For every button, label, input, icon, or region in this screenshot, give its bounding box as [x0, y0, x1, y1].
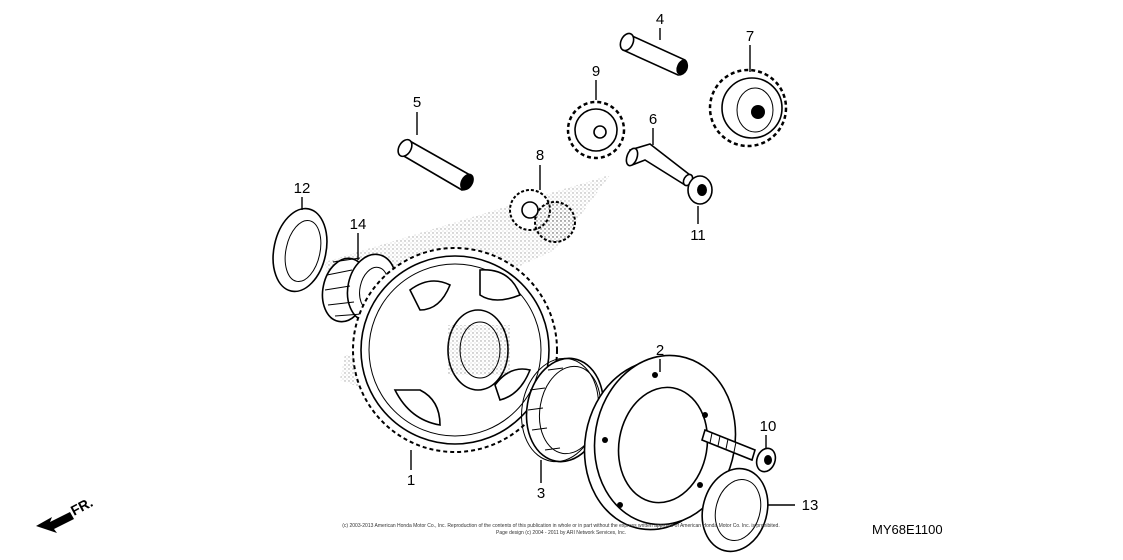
- diagram-code: MY68E1100: [872, 522, 943, 537]
- callout-5: 5: [413, 94, 421, 111]
- callout-10: 10: [760, 418, 777, 435]
- starter-driven-gear-1: [352, 247, 558, 453]
- washer-13: [701, 467, 769, 553]
- bolt-10: [701, 428, 777, 473]
- pin-4: [619, 32, 689, 76]
- copyright-notice: (c) 2003-2013 American Honda Motor Co., …: [342, 523, 779, 536]
- callout-6: 6: [649, 111, 657, 128]
- callout-8: 8: [536, 147, 544, 164]
- copyright-line-1: (c) 2003-2013 American Honda Motor Co., …: [342, 523, 779, 529]
- leader-lines: [301, 28, 795, 506]
- copyright-line-2: Page design (c) 2004 - 2011 by ARI Netwo…: [496, 530, 626, 536]
- pin-5: [397, 138, 474, 191]
- callout-2: 2: [656, 342, 664, 359]
- clutch-outer-2: [583, 354, 737, 531]
- callout-12: 12: [294, 180, 311, 197]
- callout-4: 4: [656, 11, 664, 28]
- washer-11: [687, 175, 713, 205]
- callout-labels: 1 2 3 4 5 6 7 8 9 10 11 12 13 14: [294, 11, 819, 514]
- arrow-icon: [36, 512, 74, 533]
- gear-7: [708, 68, 788, 148]
- callout-7: 7: [746, 28, 754, 45]
- shaft-6: [625, 143, 694, 187]
- callout-14: 14: [350, 216, 367, 233]
- gear-9: [566, 100, 626, 160]
- callout-1: 1: [407, 472, 415, 489]
- washer-12: [272, 207, 328, 293]
- callout-13: 13: [802, 497, 819, 514]
- callout-11: 11: [690, 227, 706, 244]
- callout-9: 9: [592, 63, 600, 80]
- front-direction-indicator: FR.: [36, 494, 95, 533]
- callout-3: 3: [537, 485, 545, 502]
- fr-label: FR.: [68, 494, 95, 519]
- idle-gear-8: [509, 189, 576, 243]
